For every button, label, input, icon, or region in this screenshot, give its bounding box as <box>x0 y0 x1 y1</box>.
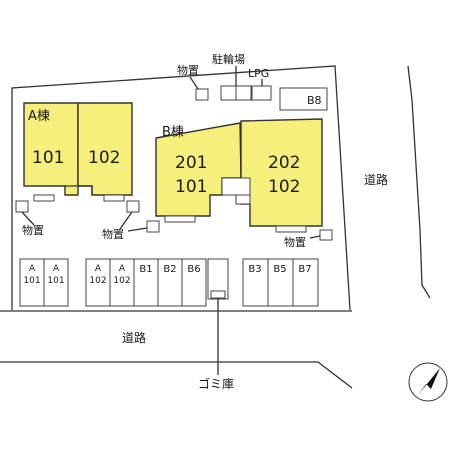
parking-group-right: B3 B5 B7 <box>242 258 319 307</box>
storage-shed-b-right <box>319 229 333 241</box>
parking-space-label-bottom: 101 <box>23 276 40 286</box>
parking-space <box>292 258 319 307</box>
building-a-unit-101-number: 101 <box>32 148 64 168</box>
building-a-balcony-right <box>103 194 125 202</box>
parking-space-label-bottom: 102 <box>89 276 106 286</box>
parking-space-label-bottom: B1 <box>139 264 152 275</box>
parking-space <box>267 258 294 307</box>
building-b-balcony-middle <box>235 194 251 205</box>
building-a-label: A棟 <box>28 109 50 124</box>
building-b-unit-102-number: 102 <box>268 177 300 197</box>
storage-shed-b-left <box>146 220 160 233</box>
road-label-bottom: 道路 <box>122 330 146 345</box>
bicycle-parking-slot-1 <box>220 85 237 101</box>
parking-space <box>242 258 269 307</box>
parking-space <box>181 258 207 307</box>
parking-b8-label: B8 <box>307 94 322 107</box>
parking-space-label-bottom: B3 <box>248 264 261 275</box>
parking-group-left: A 101 A 101 <box>19 258 69 307</box>
storage-label-a-left: 物置 <box>22 223 44 237</box>
parking-space-b8 <box>279 87 328 111</box>
parking-space-label-bottom: B7 <box>298 264 311 275</box>
parking-space-label-top: A <box>119 264 126 274</box>
building-b-unit-201-number: 201 <box>175 153 207 173</box>
storage-shed-top <box>195 88 209 101</box>
garbage-label: ゴミ庫 <box>198 376 234 391</box>
parking-space-label-bottom: 102 <box>113 276 130 286</box>
building-a-notch <box>65 185 93 195</box>
parking-space-label-bottom: 101 <box>47 276 64 286</box>
building-b-unit-202-number: 202 <box>268 153 300 173</box>
lpg-enclosure <box>251 85 272 101</box>
building-b-unit-101-number: 101 <box>175 177 207 197</box>
parking-group-middle: A 102 A 102 B1 B2 B6 <box>85 258 207 307</box>
building-b-stair <box>221 177 251 196</box>
bicycle-parking-label: 駐輪場 <box>212 52 245 66</box>
storage-shed-a-right <box>126 200 140 213</box>
storage-leader-middle-1 <box>119 211 133 230</box>
building-a-unit-102-number: 102 <box>88 148 120 168</box>
storage-label-b-right: 物置 <box>284 235 306 249</box>
parking-space-label-top: A <box>95 264 102 274</box>
parking-space <box>157 258 183 307</box>
parking-space-label-bottom: B5 <box>273 264 286 275</box>
parking-space-label-bottom: B6 <box>187 264 200 275</box>
site-boundary <box>11 65 351 311</box>
storage-leader-b-right <box>309 235 321 239</box>
storage-label-middle: 物置 <box>102 227 124 241</box>
building-b-balcony-right <box>275 225 307 233</box>
road-edge-right <box>407 65 431 299</box>
road-label-right: 道路 <box>364 172 388 187</box>
building-a-balcony-left <box>33 194 55 202</box>
north-arrow-icon <box>408 362 448 402</box>
lpg-label: LPG <box>248 67 269 80</box>
building-b-balcony-left <box>164 215 196 223</box>
building-b-label: B棟 <box>162 125 184 140</box>
storage-leader-middle-2 <box>127 227 148 232</box>
storage-label-top: 物置 <box>177 63 199 77</box>
storage-leader-top <box>189 76 199 90</box>
storage-shed-a-left <box>15 200 29 213</box>
parking-space-label-top: A <box>53 264 60 274</box>
parking-space <box>43 258 69 307</box>
road-edge-bottom <box>0 361 353 389</box>
bicycle-parking-slot-2 <box>235 85 252 101</box>
storage-leader-a-left <box>21 211 35 226</box>
garbage-shed-door <box>210 290 226 299</box>
parking-space-label-bottom: B2 <box>163 264 176 275</box>
parking-space-label-top: A <box>29 264 36 274</box>
